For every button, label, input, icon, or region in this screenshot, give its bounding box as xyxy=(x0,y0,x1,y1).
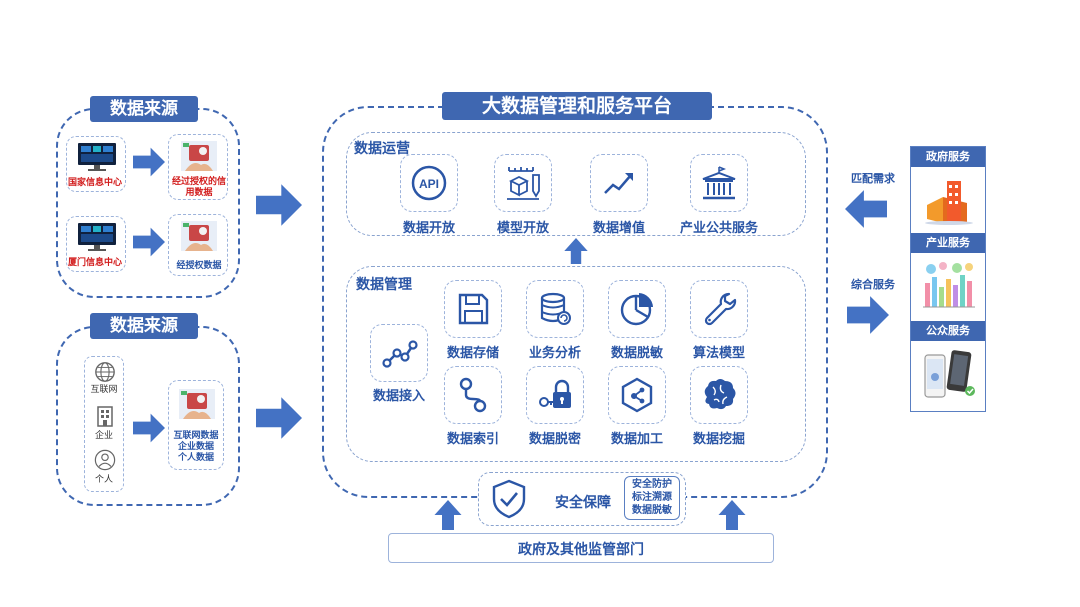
svg-text:API: API xyxy=(419,177,439,191)
management-desensitize-label: 数据脱敏 xyxy=(610,346,663,361)
management-algorithm-label: 算法模型 xyxy=(692,346,745,361)
security-item-protection: 安全防护 xyxy=(632,479,672,490)
globe-icon xyxy=(95,362,115,382)
management-process-tile[interactable] xyxy=(608,366,666,424)
arrow-right-icon xyxy=(256,182,302,228)
industry-chart-icon xyxy=(923,262,975,308)
arrow-right-icon xyxy=(133,146,165,178)
source2-title: 数据来源 xyxy=(90,313,198,339)
hexagon-node-icon xyxy=(621,377,653,413)
management-decrypt-tile[interactable] xyxy=(526,366,584,424)
model-icon xyxy=(507,167,540,200)
arrow-up-icon xyxy=(428,500,468,530)
match-demand-label: 匹配需求 xyxy=(851,172,895,185)
source2-result-tile: 互联网数据 企业数据 个人数据 xyxy=(168,380,224,470)
source1-credit-label: 经过授权的信用数据 xyxy=(172,177,227,198)
arrow-right-icon xyxy=(844,294,892,336)
source1-xiamen-tile xyxy=(66,216,126,272)
floppy-icon xyxy=(458,293,489,325)
shield-check-icon xyxy=(492,479,526,519)
management-mining-tile[interactable] xyxy=(690,366,748,424)
security-title: 安全保障 xyxy=(555,495,611,511)
operations-open-model-label: 模型开放 xyxy=(496,221,549,236)
management-analysis-tile[interactable] xyxy=(526,280,584,338)
source1-authorized-label: 经授权数据 xyxy=(176,261,222,271)
source2-enterprise-label: 企业 xyxy=(94,431,113,441)
source1-national-label: 国家信息中心 xyxy=(68,178,123,188)
operations-open-model-tile[interactable] xyxy=(494,154,552,212)
security-item-traceability: 标注溯源 xyxy=(632,492,672,503)
smartphone-icon xyxy=(924,350,975,398)
regulator-box xyxy=(388,533,774,563)
operations-value-add-label: 数据增值 xyxy=(592,221,645,236)
industry-service-title: 产业服务 xyxy=(911,233,985,253)
management-analysis-label: 业务分析 xyxy=(528,346,581,361)
city-building-icon xyxy=(925,181,973,225)
building-icon xyxy=(702,166,736,200)
photo-icon xyxy=(177,385,217,425)
platform-title: 大数据管理和服务平台 xyxy=(442,92,712,120)
photo-icon xyxy=(179,137,219,177)
source1-credit-tile: 经过授权的信用数据 xyxy=(168,134,228,200)
management-desensitize-tile[interactable] xyxy=(608,280,666,338)
security-item-desensitization: 数据脱敏 xyxy=(632,505,672,516)
operations-group xyxy=(346,132,806,236)
key-lock-icon xyxy=(539,379,571,408)
monitor-screen-icon xyxy=(77,222,117,252)
arrow-up-icon xyxy=(560,238,592,264)
management-access-label: 数据接入 xyxy=(372,389,425,404)
operations-value-add-tile[interactable] xyxy=(590,154,648,212)
management-group xyxy=(346,266,806,462)
api-icon: API xyxy=(411,165,447,201)
management-process-label: 数据加工 xyxy=(610,432,663,447)
connect-icon xyxy=(382,340,418,368)
management-algorithm-tile[interactable] xyxy=(690,280,748,338)
source2-types-tile: 互联网 企业 个人 xyxy=(84,356,124,492)
services-panel: 政府服务 产业服务 公众服务 xyxy=(910,146,986,412)
arrow-right-icon xyxy=(256,395,302,441)
source2-internet-label: 互联网 xyxy=(90,385,118,395)
arrow-right-icon xyxy=(133,226,165,258)
pie-chart-icon xyxy=(620,293,653,326)
source2-result-line-enterprise: 企业数据 xyxy=(177,442,214,452)
source2-personal-label: 个人 xyxy=(94,475,113,485)
monitor-screen-icon xyxy=(77,142,117,172)
management-index-label: 数据索引 xyxy=(446,432,499,447)
source2-result-line-personal: 个人数据 xyxy=(177,453,214,463)
arrow-right-icon xyxy=(133,412,165,444)
security-items-box xyxy=(624,476,680,520)
brain-icon xyxy=(704,379,736,410)
photo-icon xyxy=(179,217,219,257)
database-icon xyxy=(540,292,571,325)
office-building-icon xyxy=(97,406,113,427)
public-service-title: 公众服务 xyxy=(911,321,985,341)
operations-public-service-label: 产业公共服务 xyxy=(679,221,758,236)
management-access-tile[interactable] xyxy=(370,324,428,382)
management-index-tile[interactable] xyxy=(444,366,502,424)
operations-title: 数据运营 xyxy=(354,141,410,157)
combined-service-label: 综合服务 xyxy=(851,278,895,291)
management-decrypt-label: 数据脱密 xyxy=(528,432,581,447)
regulator-label: 政府及其他监管部门 xyxy=(518,542,644,558)
arrow-left-icon xyxy=(842,188,890,230)
source1-xiamen-label: 厦门信息中心 xyxy=(68,258,123,268)
operations-open-data-label: 数据开放 xyxy=(402,221,455,236)
management-storage-label: 数据存储 xyxy=(446,346,499,361)
management-storage-tile[interactable] xyxy=(444,280,502,338)
management-title: 数据管理 xyxy=(356,277,412,293)
management-mining-label: 数据挖掘 xyxy=(692,432,745,447)
wrench-icon xyxy=(704,292,737,326)
source1-authorized-tile: 经授权数据 xyxy=(168,214,228,276)
operations-open-data-tile[interactable]: API xyxy=(400,154,458,212)
operations-public-service-tile[interactable] xyxy=(690,154,748,212)
trend-up-icon xyxy=(604,173,633,194)
person-icon xyxy=(94,449,116,471)
gov-service-title: 政府服务 xyxy=(911,147,985,167)
index-path-icon xyxy=(459,377,487,413)
arrow-up-icon xyxy=(712,500,752,530)
source2-result-line-internet: 互联网数据 xyxy=(173,431,219,441)
source1-national-tile xyxy=(66,136,126,192)
source1-title: 数据来源 xyxy=(90,96,198,122)
